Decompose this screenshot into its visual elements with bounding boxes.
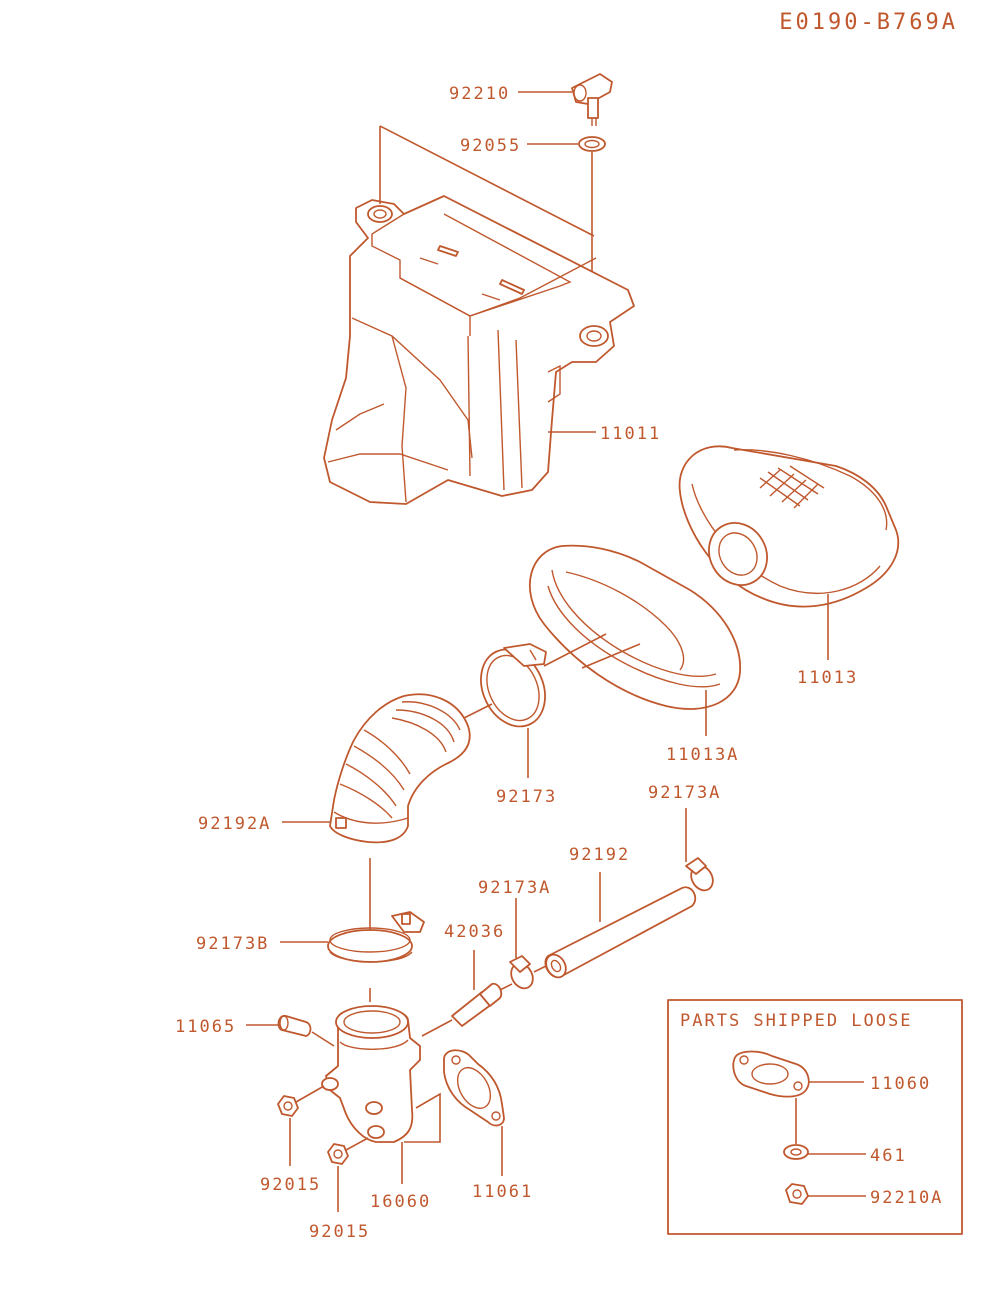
label-11013A: 11013A (666, 745, 739, 765)
air-filter-element-part[interactable] (678, 445, 900, 608)
breather-hose-part[interactable] (542, 886, 697, 981)
loose-gasket-part[interactable] (732, 1050, 810, 1098)
axis-line-gasket (404, 1092, 441, 1143)
label-92015-a: 92015 (260, 1175, 321, 1195)
label-92192A: 92192A (198, 814, 271, 834)
fitting-part[interactable] (451, 982, 503, 1027)
elbow-hose-part[interactable] (329, 693, 471, 844)
axis-line-cover (379, 125, 595, 237)
hose-clamp-part[interactable] (469, 639, 557, 737)
label-92192: 92192 (569, 845, 630, 865)
nut-part-a[interactable] (277, 1095, 299, 1117)
label-461: 461 (870, 1146, 907, 1166)
label-92210A: 92210A (870, 1188, 943, 1208)
washer-part[interactable] (578, 136, 606, 152)
axis-line-hose (533, 965, 547, 973)
label-92173B: 92173B (196, 934, 269, 954)
label-92173: 92173 (496, 787, 557, 807)
inlet-pipe-part[interactable] (321, 1005, 421, 1143)
label-11013: 11013 (797, 668, 858, 688)
axis-line-nut-a (295, 1085, 325, 1103)
pin-part[interactable] (277, 1015, 312, 1037)
label-11060: 11060 (870, 1074, 931, 1094)
label-92055: 92055 (460, 136, 521, 156)
label-92173A-top: 92173A (648, 783, 721, 803)
large-clamp-part[interactable] (327, 911, 425, 963)
label-11065: 11065 (175, 1017, 236, 1037)
label-42036: 42036 (444, 922, 505, 942)
label-92173A-mid: 92173A (478, 878, 551, 898)
label-16060: 16060 (370, 1192, 431, 1212)
loose-box-title: PARTS SHIPPED LOOSE (680, 1011, 912, 1031)
gasket-part[interactable] (443, 1049, 505, 1127)
axis-line-clamp (463, 703, 493, 719)
label-11011: 11011 (600, 424, 661, 444)
label-92210: 92210 (449, 84, 510, 104)
axis-line-fitting (421, 1019, 453, 1037)
axis-line-mid-clamp (499, 983, 513, 991)
nut-part-b[interactable] (327, 1143, 349, 1165)
loose-washer-part[interactable] (783, 1144, 809, 1160)
wing-bolt-part[interactable] (571, 73, 613, 126)
loose-nut-part[interactable] (785, 1183, 809, 1205)
axis-line-pin (311, 1031, 335, 1047)
label-92015-b: 92015 (309, 1222, 370, 1242)
loose-parts-box (667, 999, 963, 1235)
label-11061: 11061 (472, 1182, 533, 1202)
diagram-code: E0190-B769A (779, 10, 958, 35)
pre-cleaner-part[interactable] (528, 544, 741, 710)
small-clamp-part-top[interactable] (685, 857, 717, 894)
air-cleaner-cover-part[interactable] (323, 195, 635, 505)
axis-line-nut-b (345, 1137, 369, 1151)
axis-line-filter (543, 633, 641, 669)
small-clamp-part-mid[interactable] (507, 955, 537, 992)
